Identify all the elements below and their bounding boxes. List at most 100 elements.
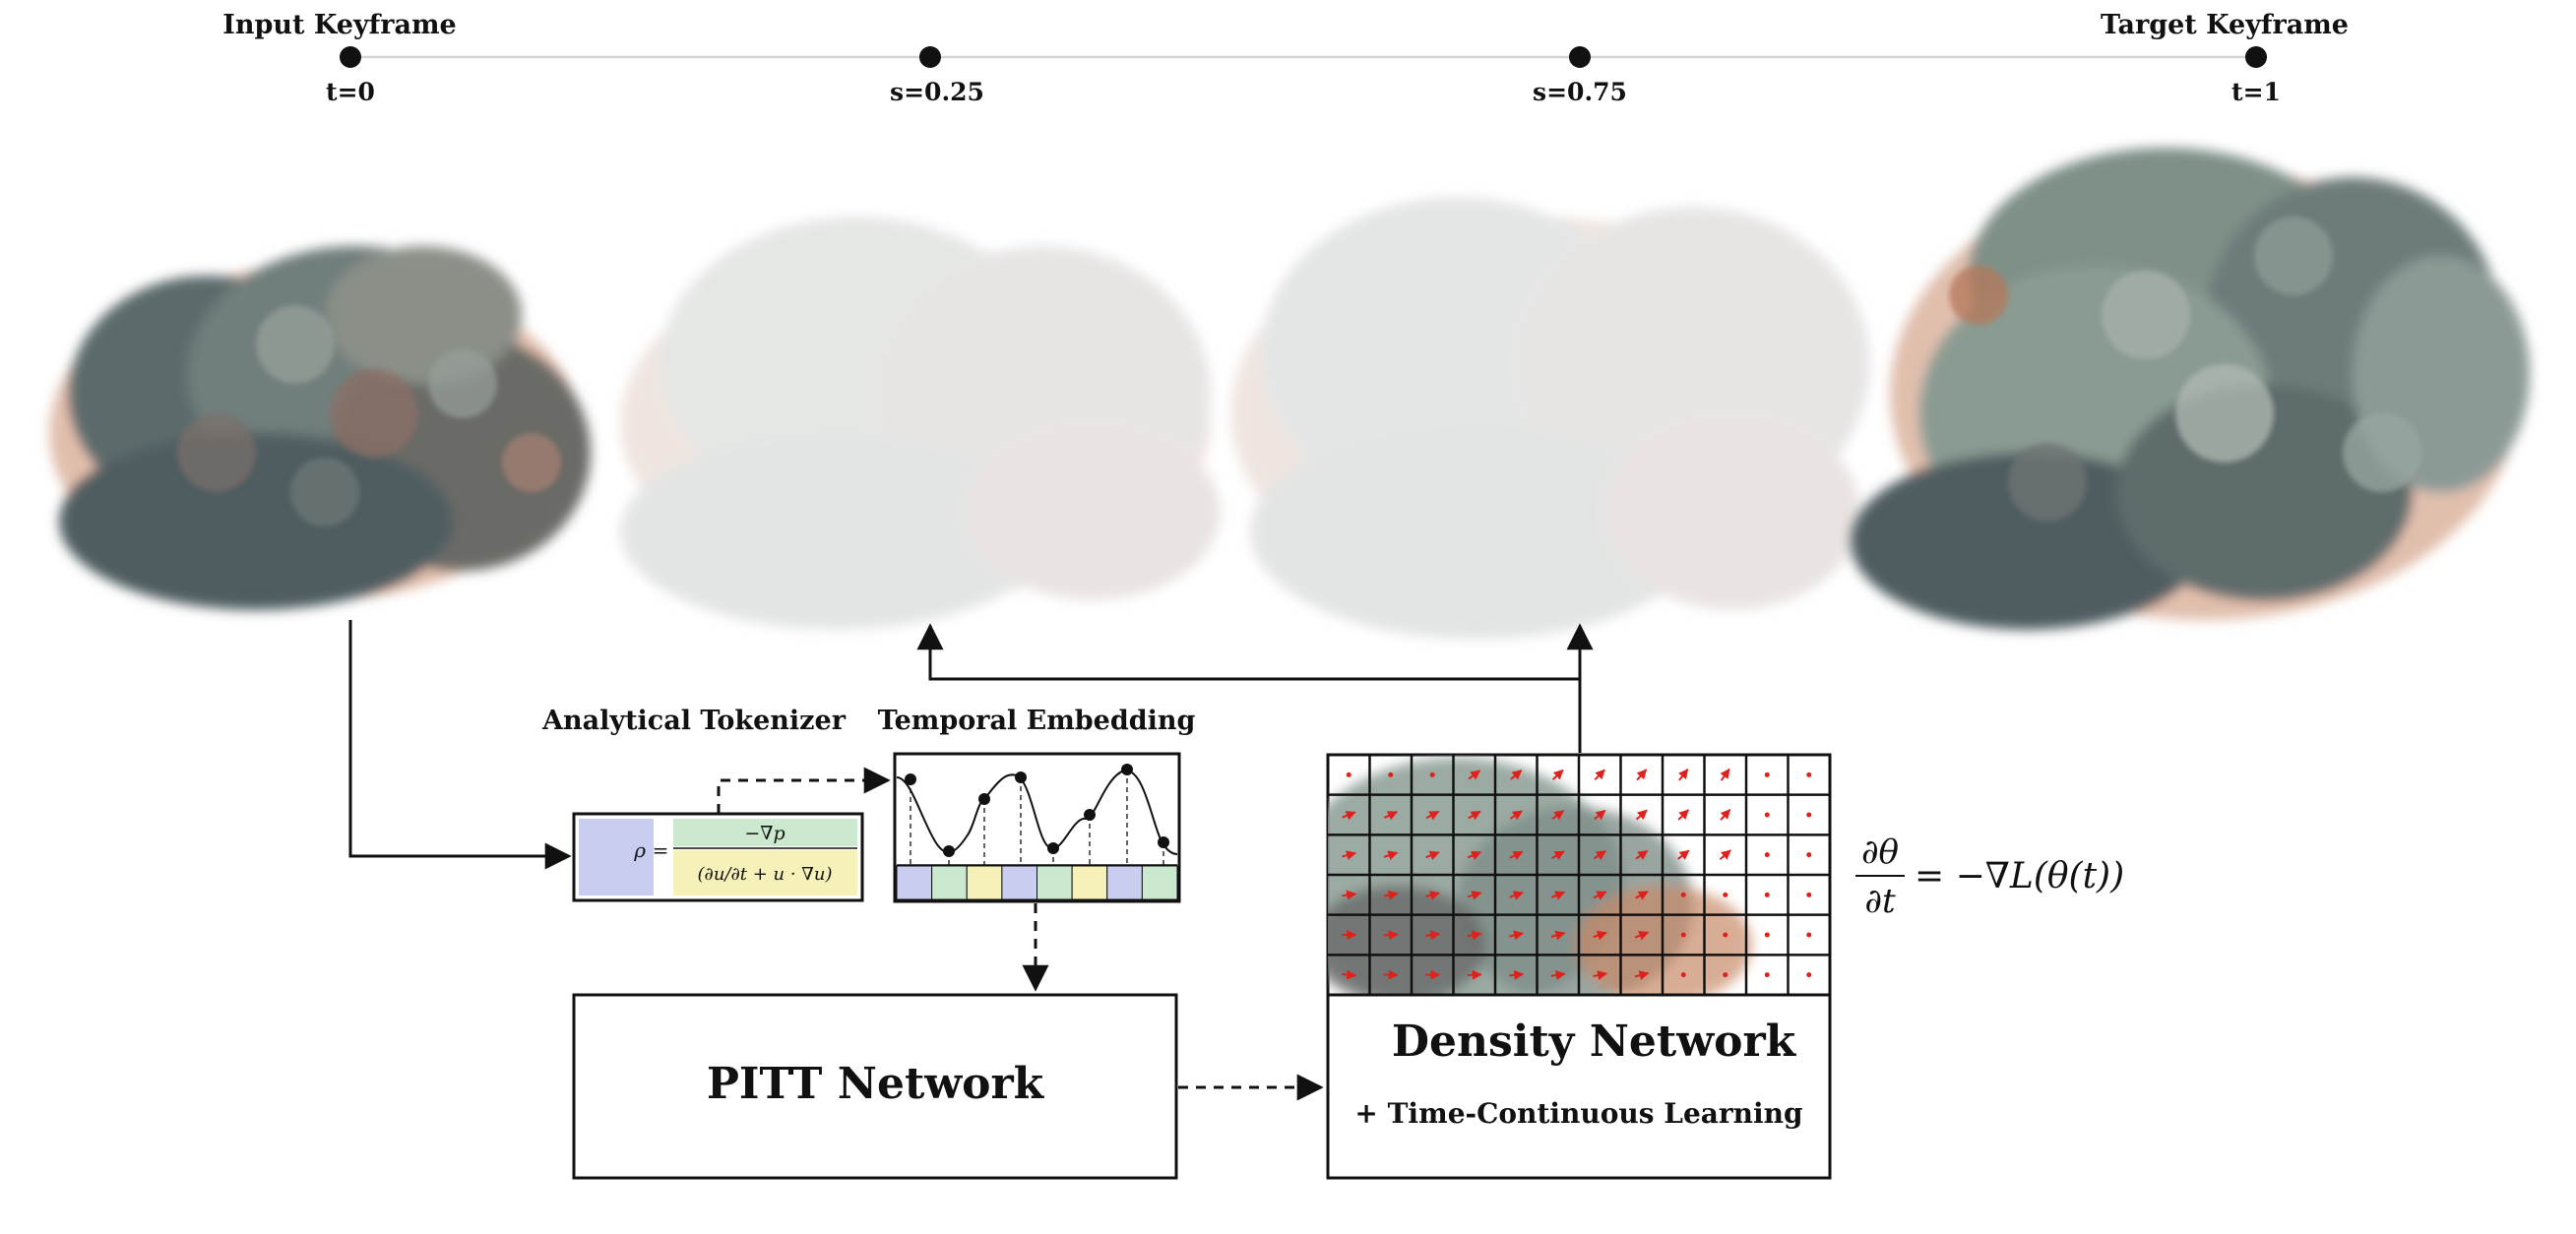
flow-vector-icon — [1467, 930, 1482, 941]
embedding-stripe — [1037, 865, 1073, 900]
flow-vector-icon — [1723, 892, 1728, 897]
flow-vector-icon — [1593, 850, 1607, 860]
flow-vector-icon — [1635, 891, 1649, 900]
flow-vector-icon — [1680, 892, 1686, 897]
flow-vector-icon — [1342, 811, 1356, 821]
flow-vector-icon — [1635, 809, 1648, 821]
flow-vector-icon — [1425, 810, 1440, 821]
arrow-input-to-tokenizer — [348, 620, 572, 870]
time-label-s025: s=0.25 — [890, 78, 984, 106]
flow-vector-icon — [1677, 849, 1690, 860]
flow-vector-icon — [1467, 969, 1482, 980]
tokenizer-equals: = — [653, 838, 669, 862]
temporal-embedding: Temporal Embedding — [878, 706, 1196, 903]
flow-vector-icon — [1509, 850, 1524, 861]
flow-vector-icon — [1680, 932, 1686, 938]
tokenizer-numerator: −∇p — [744, 823, 785, 844]
embedding-stripe — [1106, 865, 1143, 900]
flow-vector-icon — [1509, 930, 1525, 941]
embedding-stripe — [966, 865, 1003, 900]
flow-vector-icon — [1678, 769, 1689, 781]
flow-vector-icon — [1764, 972, 1770, 978]
tokenizer-title: Analytical Tokenizer — [541, 706, 847, 736]
flow-vector-icon — [1720, 809, 1731, 821]
flow-vector-icon — [1383, 811, 1399, 821]
flow-vector-icon — [1764, 771, 1770, 777]
timeline-point-s025 — [919, 46, 941, 68]
flow-vector-icon — [1383, 930, 1399, 941]
tokenizer-denominator: (∂u/∂t + u · ∇u) — [698, 864, 833, 885]
pitt-network-label: PITT Network — [707, 1059, 1045, 1109]
flow-vector-icon — [1806, 972, 1812, 978]
smoke-render-s075 — [1230, 197, 1870, 640]
flow-vector-icon — [1342, 969, 1357, 980]
flow-vector-icon — [1764, 892, 1770, 897]
input-keyframe-label: Input Keyframe — [222, 10, 456, 40]
flow-vector-icon — [1719, 849, 1731, 860]
timeline-point-input — [340, 46, 361, 68]
flow-vector-icon — [1346, 771, 1351, 777]
flow-vector-icon — [1551, 850, 1565, 861]
arrow-tokenizer-to-embedding — [717, 767, 891, 814]
flow-vector-icon — [1806, 852, 1812, 858]
flow-vector-icon — [1635, 849, 1649, 860]
target-keyframe-label: Target Keyframe — [2101, 10, 2349, 40]
timeline-point-s075 — [1569, 46, 1591, 68]
flow-vector-icon — [1467, 850, 1482, 861]
flow-vector-icon — [1429, 771, 1435, 777]
flow-vector-icon — [1388, 771, 1394, 777]
equation-rhs: = −∇L(θ(t)) — [1915, 856, 2124, 896]
tokenizer-rho: ρ — [633, 838, 646, 862]
flow-vector-icon — [1806, 932, 1812, 938]
flow-vector-icon — [1593, 930, 1607, 941]
flow-vector-icon — [1383, 850, 1399, 861]
flow-vector-icon — [1634, 931, 1650, 941]
flow-vector-grid — [1328, 755, 1830, 995]
flow-vector-icon — [1550, 891, 1566, 900]
embedding-stripe — [931, 865, 968, 900]
flow-vector-icon — [1677, 809, 1689, 821]
flow-vector-icon — [1509, 810, 1523, 821]
flow-vector-icon — [1550, 970, 1566, 980]
flow-vector-icon — [1342, 850, 1356, 861]
density-network-label: Density Network — [1392, 1017, 1797, 1067]
flow-vector-icon — [1594, 809, 1606, 821]
smoke-render-s025 — [620, 216, 1221, 630]
flow-vector-icon — [1468, 770, 1481, 780]
flow-vector-icon — [1510, 770, 1523, 780]
flow-vector-icon — [1509, 969, 1525, 980]
pitt-network-box — [572, 993, 1178, 1180]
time-label-t1: t=1 — [2231, 78, 2281, 106]
flow-vector-icon — [1634, 970, 1650, 981]
timeline: Input Keyframe Target Keyframe t=0 s=0.2… — [222, 10, 2349, 106]
embedding-stripe — [1001, 865, 1037, 900]
pitt-network: PITT Network — [572, 993, 1178, 1180]
flow-vector-icon — [1720, 768, 1730, 781]
flow-vector-icon — [1550, 930, 1566, 941]
flow-vector-icon — [1723, 972, 1728, 978]
density-network-sublabel: + Time-Continuous Learning — [1354, 1097, 1802, 1130]
flow-vector-icon — [1425, 850, 1440, 861]
flow-vector-icon — [1764, 812, 1770, 818]
embedding-title: Temporal Embedding — [878, 706, 1196, 736]
flow-vector-icon — [1806, 892, 1812, 897]
flow-vector-icon — [1723, 932, 1728, 938]
equation-numerator: ∂θ — [1861, 833, 1899, 872]
flow-vector-icon — [1680, 972, 1686, 978]
flow-vector-icon — [1636, 769, 1648, 781]
flow-vector-icon — [1764, 852, 1770, 858]
flow-vector-icon — [1468, 810, 1481, 821]
flow-vector-icon — [1467, 891, 1482, 900]
flow-vector-icon — [1806, 812, 1812, 818]
flow-vector-icon — [1806, 771, 1812, 777]
density-network: Density Network + Time-Continuous Learni… — [1326, 753, 1832, 1180]
embedding-stripes — [896, 865, 1178, 900]
analytical-tokenizer: Analytical Tokenizer ρ = −∇p (∂u/∂t + u … — [541, 706, 864, 902]
embedding-stripe — [1141, 865, 1178, 900]
tokenizer-lhs-cell — [579, 819, 654, 895]
flow-vector-icon — [1551, 769, 1564, 780]
flow-vector-icon — [1383, 890, 1399, 900]
tokenizer-denominator-cell — [673, 850, 857, 895]
flow-vector-icon — [1764, 932, 1770, 938]
